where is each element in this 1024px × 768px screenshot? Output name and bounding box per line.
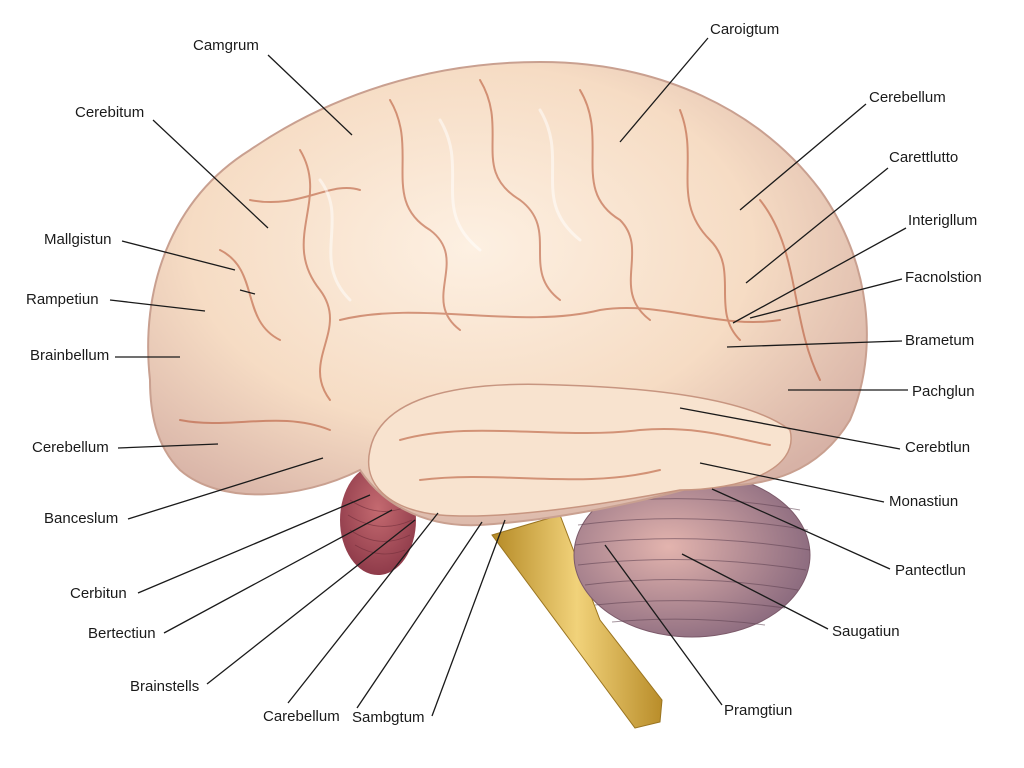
leader-line (619, 37, 709, 143)
label-pantectiun: Pantectlun (895, 562, 966, 579)
label-banceslum: Banceslum (44, 510, 119, 527)
leader-line (745, 167, 889, 284)
label-brainstells: Brainstells (130, 678, 200, 695)
leader-line (287, 512, 439, 704)
label-caroigtum: Caroigtum (710, 21, 780, 38)
label-cerebellum-top-right: Cerebellum (869, 89, 946, 106)
label-pramgtiun: Pramgtiun (724, 702, 793, 719)
label-camgrum: Camgrum (193, 37, 259, 54)
leader-line (127, 457, 324, 520)
label-brainbellum: Brainbellum (30, 347, 110, 364)
label-cerebtlun: Cerebtlun (905, 439, 971, 456)
leader-line (152, 119, 269, 229)
leader-line (239, 289, 256, 295)
label-saugatiun: Saugatiun (832, 623, 900, 640)
leader-line (121, 240, 236, 271)
label-cerbitun: Cerbitun (70, 585, 127, 602)
leader-line (749, 278, 903, 319)
leader-line (604, 544, 723, 706)
leader-line (163, 509, 393, 634)
label-cerebitum: Cerebitum (75, 104, 145, 121)
leader-line (681, 553, 829, 630)
leader-line (117, 443, 219, 449)
label-rampetiun: Rampetiun (26, 291, 99, 308)
leader-line (431, 519, 506, 717)
label-sambgtum: Sambgtum (352, 709, 425, 726)
leader-lines (109, 37, 908, 717)
leader-line (267, 54, 353, 136)
label-cerebellum-left: Cerebellum (32, 439, 109, 456)
label-carethutto: Carettlutto (889, 149, 959, 166)
leader-line (699, 462, 885, 503)
leader-line (711, 488, 891, 570)
leader-line (206, 519, 416, 685)
leader-line (356, 521, 483, 709)
leader-line (732, 227, 907, 324)
label-carebellum-bottom: Carebellum (263, 708, 340, 725)
label-bertectiun: Bertectiun (88, 625, 156, 642)
brainstem (491, 514, 663, 729)
leader-line (137, 494, 371, 594)
leader-line (109, 299, 206, 312)
label-pachgtun: Pachglun (912, 383, 975, 400)
label-monastiun: Monastiun (889, 493, 959, 510)
label-interigllum: Interigllum (908, 212, 978, 229)
sulci (179, 79, 821, 481)
label-facnotstion: Facnolstion (905, 269, 982, 286)
temporal-lobe (367, 383, 792, 517)
label-mallgistun: Mallgistun (44, 231, 112, 248)
leader-line (726, 340, 903, 348)
leader-line (679, 407, 901, 450)
label-brametum: Brametum (905, 332, 975, 349)
leader-line (739, 103, 867, 211)
